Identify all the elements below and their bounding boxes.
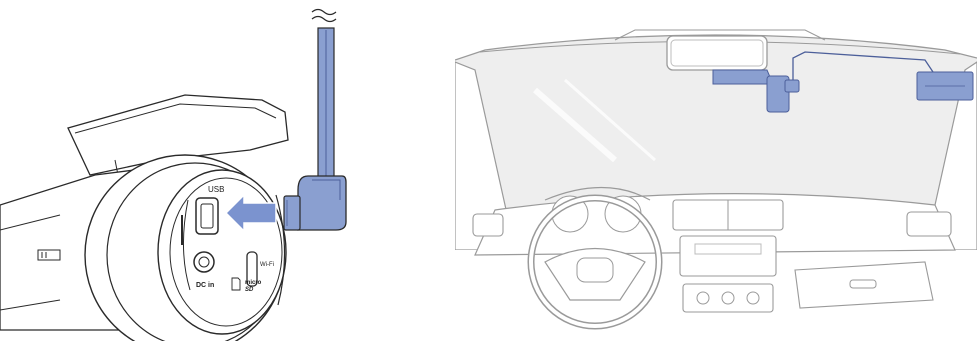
dc-in-label: DC in <box>196 282 214 289</box>
car-interior-illustration <box>455 0 977 341</box>
camera-rear-face <box>158 170 286 334</box>
plug-head <box>284 196 300 230</box>
car-interior-drawing <box>455 0 977 341</box>
camera-drawing: USB DC in Wi-Fi micro SD <box>0 0 430 341</box>
side-vent-left <box>473 214 503 236</box>
micro-label: micro <box>245 280 262 286</box>
sd-label: SD <box>245 287 254 293</box>
dashcam-front-unit <box>713 70 773 84</box>
side-vent-right <box>907 212 951 236</box>
radio-unit <box>680 236 776 276</box>
break-mark-icon <box>312 10 336 22</box>
usb-label: USB <box>208 185 224 194</box>
sd-card-icon <box>232 278 240 290</box>
rear-view-mirror <box>667 36 767 70</box>
wifi-label: Wi-Fi <box>260 262 274 268</box>
dc-in-port <box>194 252 214 272</box>
usb-port <box>196 198 218 234</box>
cable-plug <box>298 176 346 230</box>
camera-connection-illustration: USB DC in Wi-Fi micro SD <box>0 0 430 341</box>
